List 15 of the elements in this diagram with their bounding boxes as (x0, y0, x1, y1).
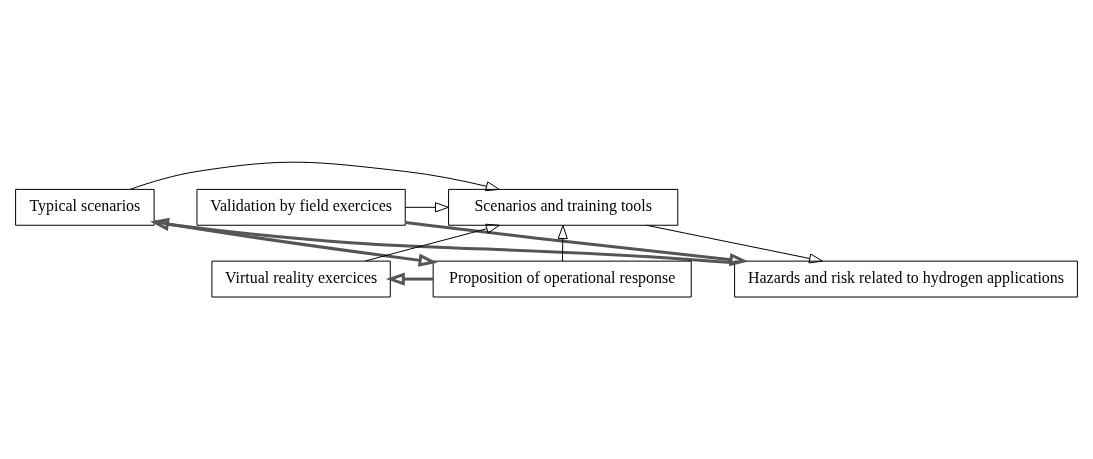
arrow (385, 272, 433, 286)
node-box: Scenarios and training tools (448, 188, 679, 226)
arrow (646, 224, 823, 264)
arrow (404, 202, 449, 213)
node-box: Virtual reality exercices (211, 260, 391, 298)
node-box: Proposition of operational response (432, 260, 692, 298)
node-box: Typical scenarios (15, 188, 155, 226)
arrow (129, 161, 500, 192)
arrow (154, 220, 438, 267)
node-box: Hazards and risk related to hydrogen applications (734, 260, 1078, 298)
arrow (150, 217, 735, 265)
arrow (557, 225, 568, 262)
arrow (364, 223, 500, 262)
node-box: Validation by field exercices (196, 188, 406, 226)
arrow (405, 221, 749, 267)
